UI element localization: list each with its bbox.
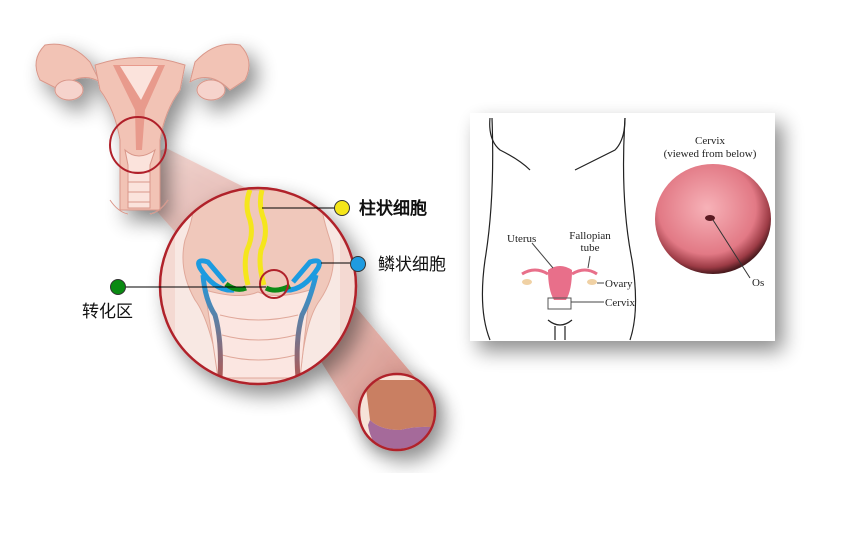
uterus-illustration [35,43,250,215]
uterus-label: Uterus [507,233,536,245]
histology-circle [357,372,437,452]
cervix-subtitle: (viewed from below) [664,148,757,160]
squamous-cells-label: 鳞状细胞 [378,255,446,275]
cervix-reference-panel: Uterus Fallopian tube Ovary Cervix Cervi… [470,113,775,341]
transformation-zone-label: 转化区 [82,302,133,322]
fallopian-label-line2: tube [581,242,600,254]
cervix-label: Cervix [605,297,635,309]
small-uterus-icon [521,242,604,310]
columnar-cells-marker [334,200,350,216]
os-label: Os [752,277,764,289]
transformation-zone-highlight [259,269,289,299]
body-outline [481,117,637,341]
fallopian-label-line1: Fallopian [569,230,611,242]
cervix-title: Cervix [695,135,725,147]
zoom-circle-small [109,116,167,174]
magnified-cervix-circle [158,186,358,386]
columnar-cells-label: 柱状细胞 [359,198,427,219]
transformation-zone-marker [110,279,126,295]
ovary-label: Ovary [605,278,633,290]
squamous-cells-marker [350,256,366,272]
